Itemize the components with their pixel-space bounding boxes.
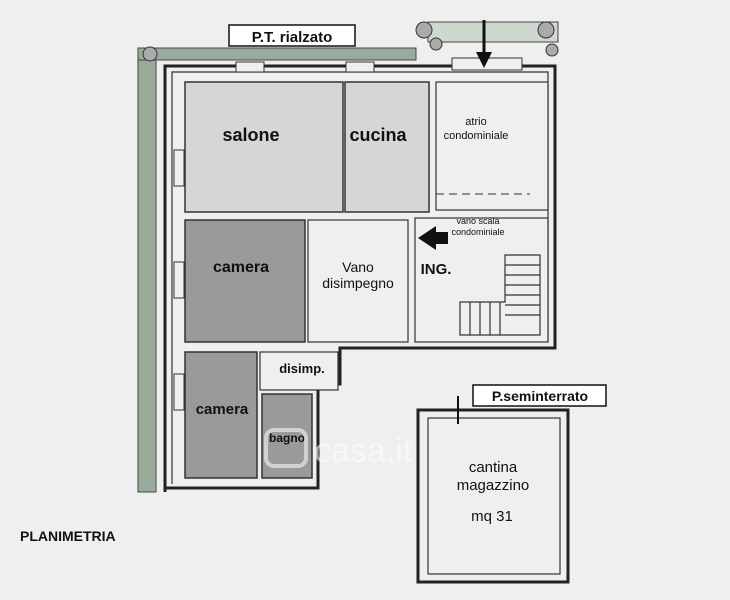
label-camera-2: camera [196, 401, 249, 418]
label-vano-2: disimpegno [322, 275, 394, 291]
room-camera-2 [184, 351, 258, 479]
basement-outer-wall [416, 408, 570, 584]
room-cantina [427, 417, 561, 575]
entrance-arrow-icon [418, 226, 448, 250]
arrow-down-icon [476, 20, 492, 68]
floor-label-basement: P.seminterrato [492, 388, 588, 404]
room-salone [184, 81, 344, 213]
room-cucina [344, 81, 430, 213]
floor-label-box-basement [472, 384, 607, 407]
terrace-strip-top [137, 47, 417, 61]
label-atrio-1: atrio [465, 116, 486, 128]
label-atrio-2: condominiale [444, 130, 509, 142]
plan-title: PLANIMETRIA [20, 528, 116, 544]
terrace-strip-left [137, 49, 157, 493]
floor-label-ground: P.T. rialzato [252, 29, 333, 46]
watermark-text: casa.it [314, 432, 413, 470]
label-scala-1: vano scala [456, 216, 499, 226]
room-vano-disimpegno [307, 219, 409, 343]
room-atrio [435, 81, 549, 211]
watermark: casa.it [264, 428, 413, 470]
label-camera-1: camera [213, 259, 269, 276]
label-disimp: disimp. [279, 361, 325, 376]
staircase-icon [459, 254, 541, 336]
label-vano-1: Vano [342, 259, 374, 275]
label-ingresso: ING. [421, 261, 452, 278]
label-cantina-1: cantina [469, 459, 518, 476]
label-bagno: bagno [269, 431, 305, 445]
label-cantina-area: mq 31 [471, 508, 513, 525]
label-scala-2: condominiale [451, 227, 504, 237]
house-icon [264, 428, 308, 468]
label-salone: salone [222, 125, 279, 145]
floor-label-box-ground [228, 24, 356, 47]
room-disimp [259, 351, 339, 391]
label-cantina-2: magazzino [457, 477, 530, 494]
room-camera-1 [184, 219, 306, 343]
label-cucina: cucina [349, 125, 407, 145]
plant-icon [142, 21, 559, 62]
windows [173, 57, 523, 411]
